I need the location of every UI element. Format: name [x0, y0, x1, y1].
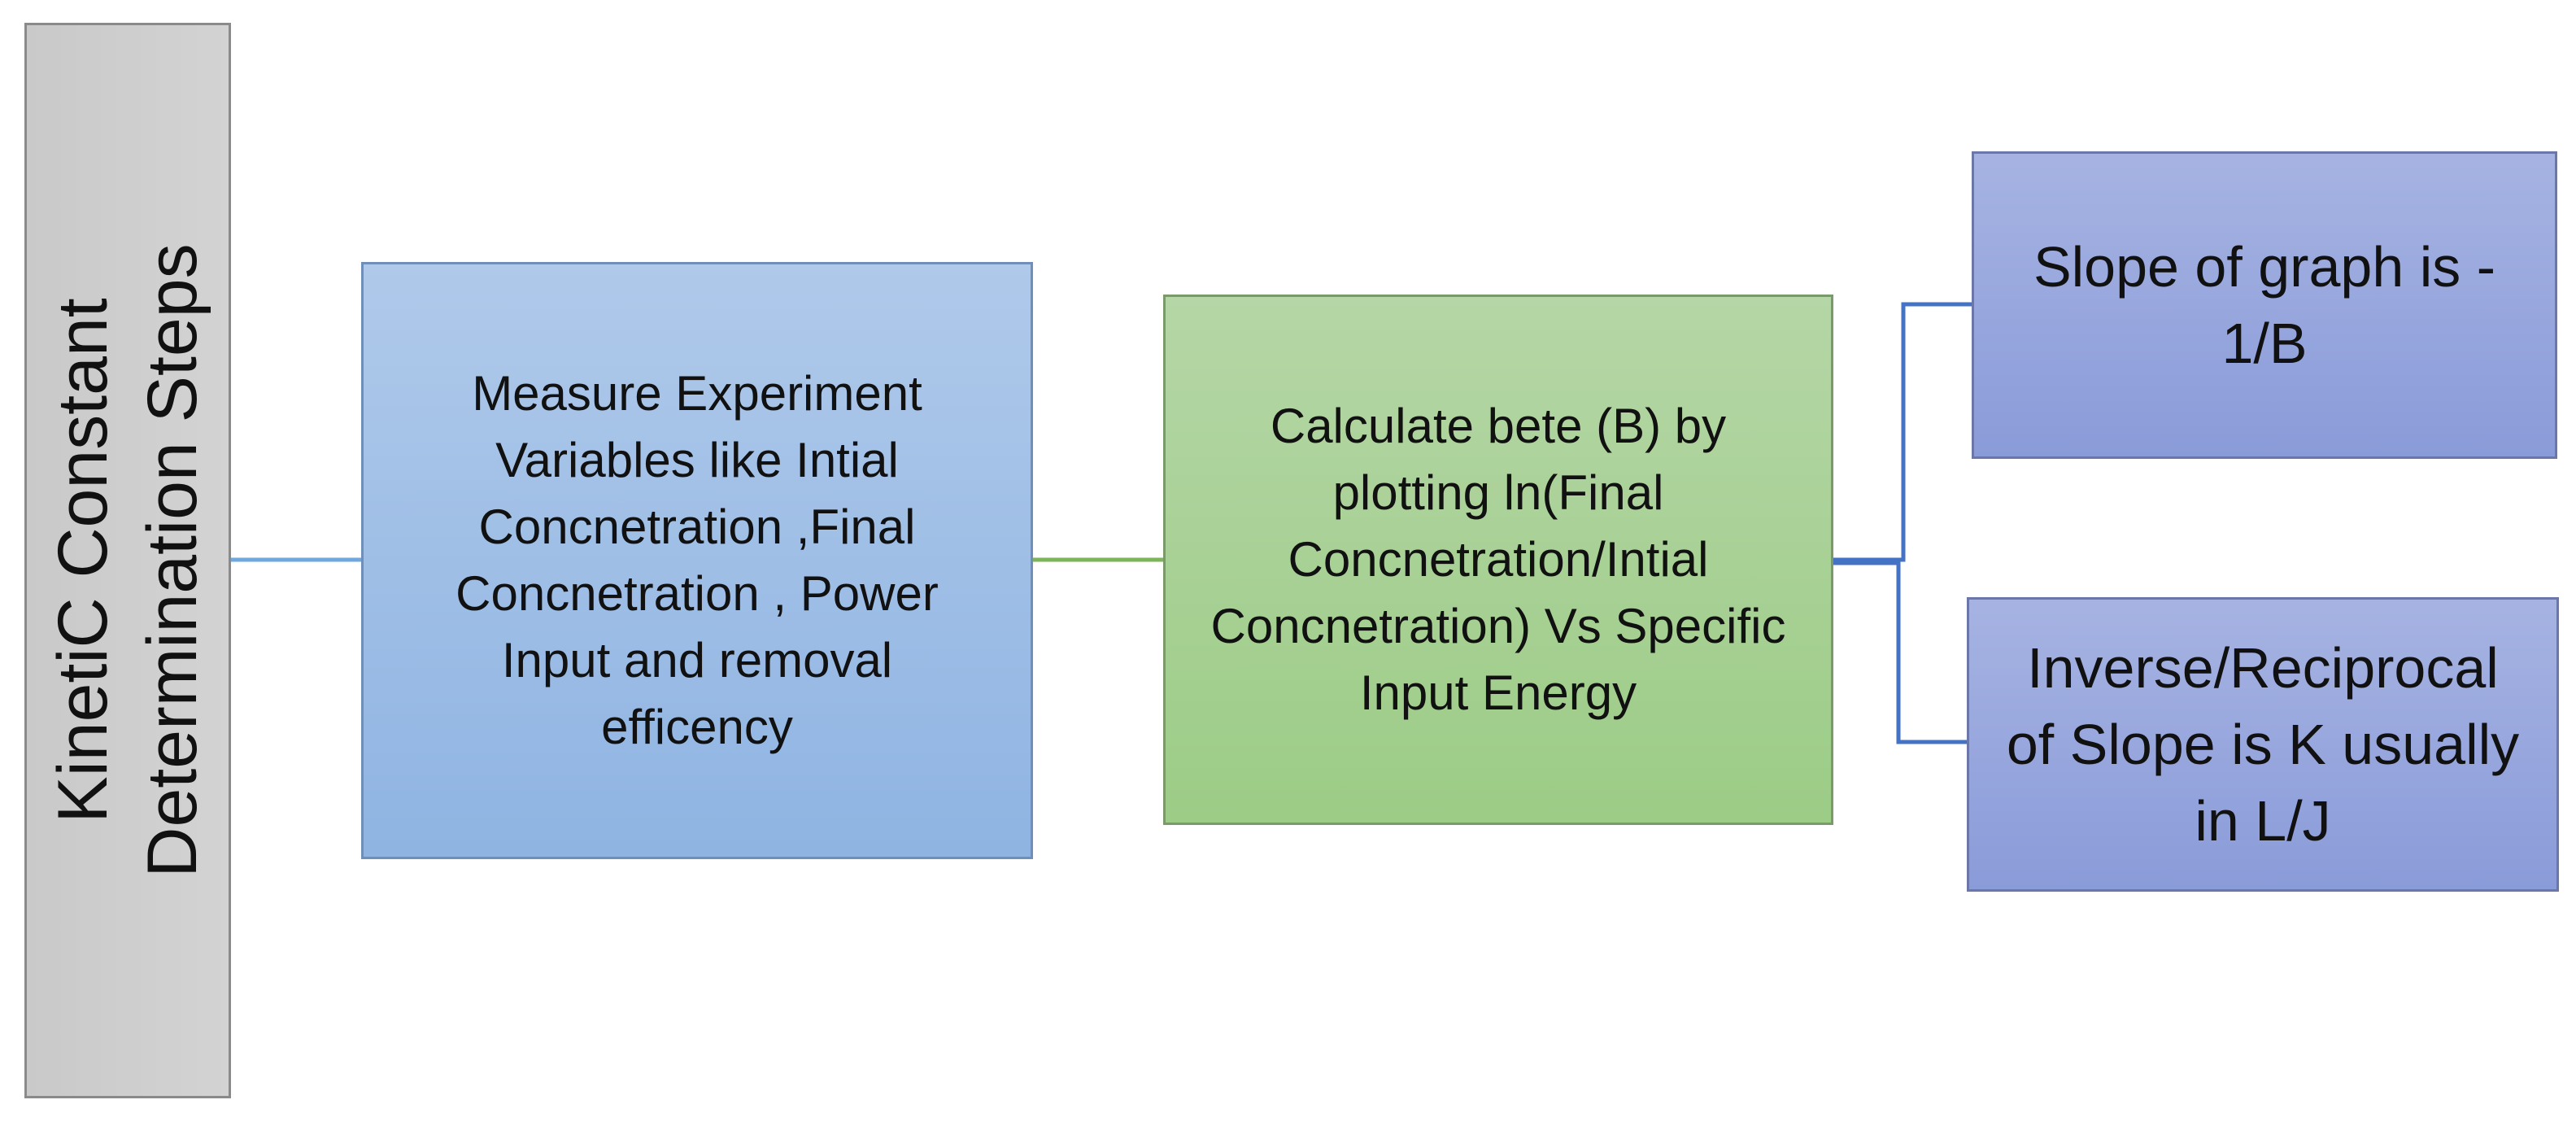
diagram-title: KinetiC Constant Determination Steps [44, 243, 211, 878]
step-measure-variables-text: Measure Experiment Variables like Intial… [455, 366, 939, 754]
connector-step2-result2 [1833, 561, 1967, 744]
connector-step2-result1 [1833, 302, 1972, 562]
result-slope: Slope of graph is - 1/B [1972, 151, 2557, 459]
step-calculate-beta: Calculate bete (B) by plotting ln(Final … [1163, 295, 1833, 825]
result-inverse-slope-text: Inverse/Reciprocal of Slope is K usually… [2006, 636, 2520, 853]
title-box: KinetiC Constant Determination Steps [24, 23, 231, 1098]
step-measure-variables: Measure Experiment Variables like Intial… [361, 262, 1033, 859]
step-calculate-beta-text: Calculate bete (B) by plotting ln(Final … [1210, 399, 1786, 720]
result-slope-text: Slope of graph is - 1/B [2033, 235, 2496, 375]
result-inverse-slope: Inverse/Reciprocal of Slope is K usually… [1967, 597, 2559, 892]
